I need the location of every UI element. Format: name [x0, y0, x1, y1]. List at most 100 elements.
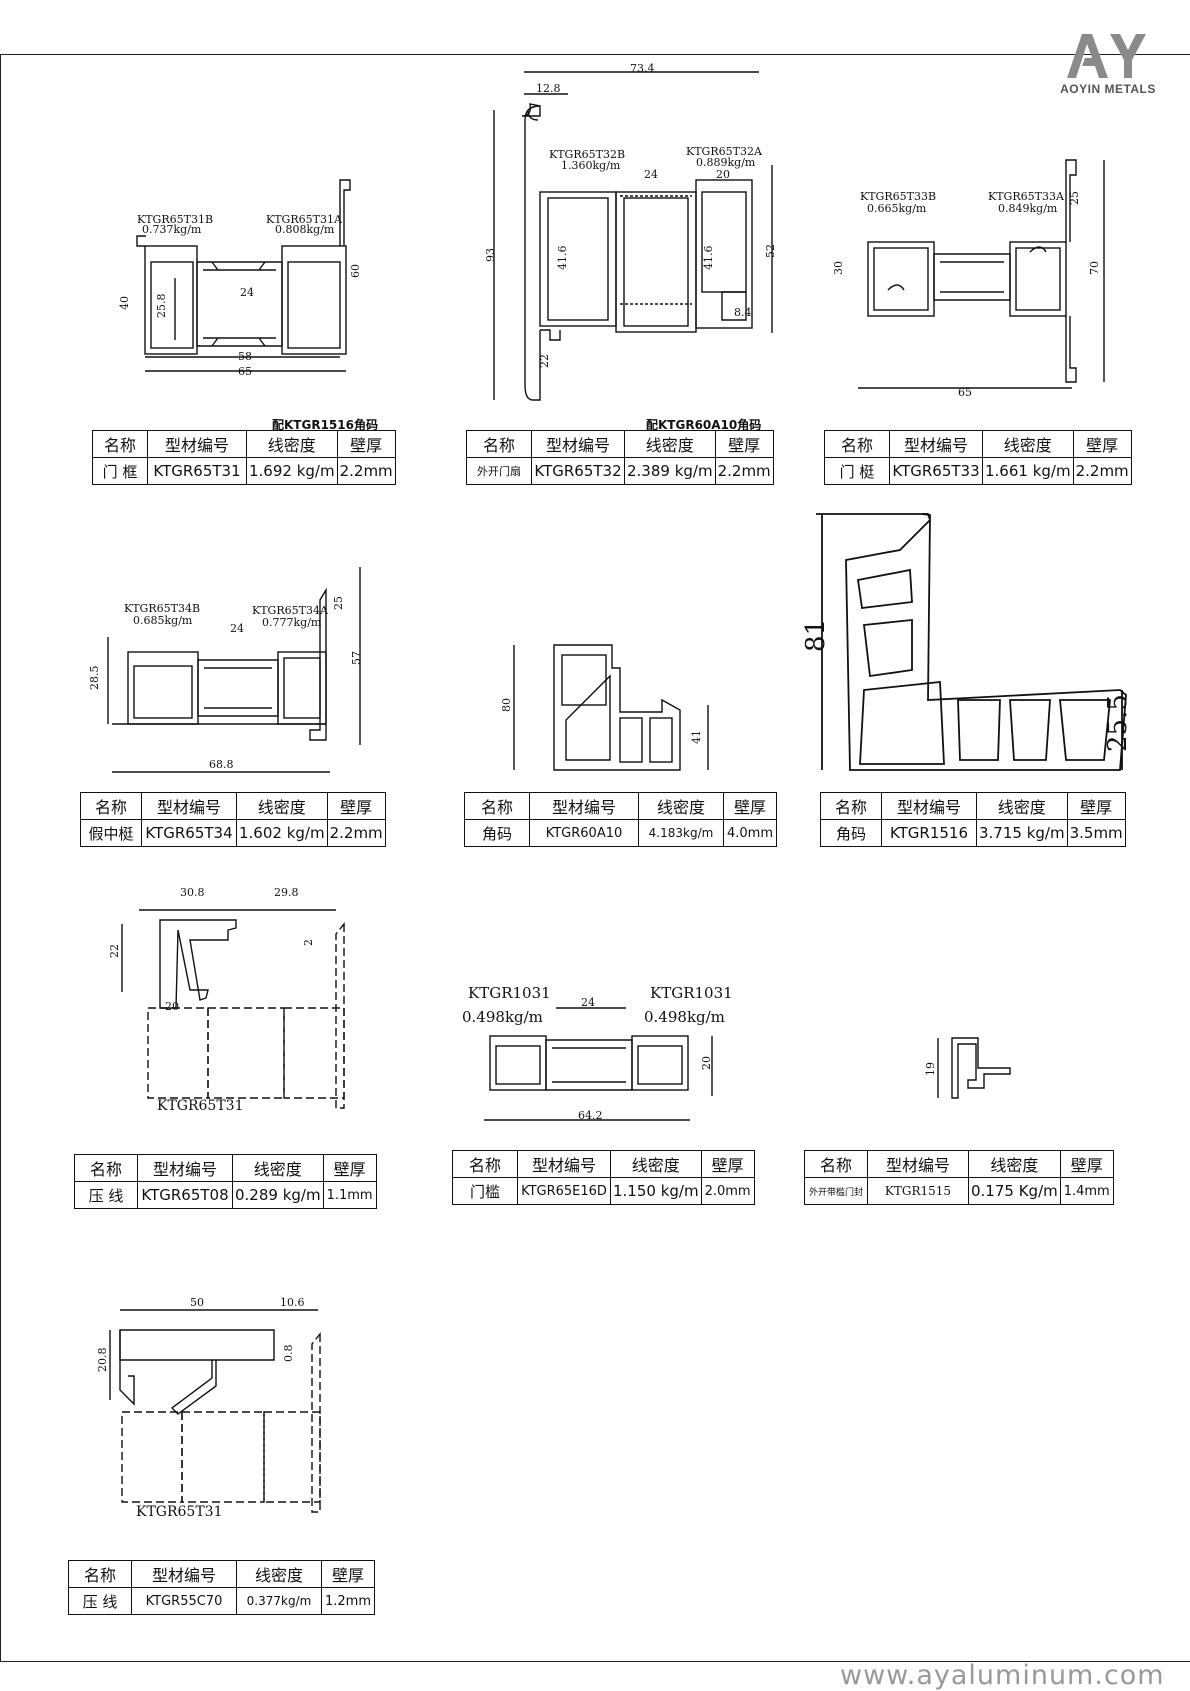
logo-mark-icon: [1067, 34, 1146, 78]
t31-part-b-density: 0.737kg/m: [142, 223, 202, 236]
t08-code: KTGR65T08: [137, 1181, 233, 1209]
th-density: 线密度: [638, 792, 724, 820]
profile-t08-drawing: [121, 909, 345, 1109]
a10-name: 角码: [464, 819, 530, 847]
th-wall: 壁厚: [326, 792, 386, 820]
t34-dim-28-5: 28.5: [88, 666, 101, 691]
th-density: 线密度: [236, 1560, 322, 1588]
th-name: 名称: [820, 792, 882, 820]
t08-density: 0.289 kg/m: [232, 1181, 324, 1209]
th-code: 型材编号: [529, 792, 639, 820]
t32-dim-41-6-left: 41.6: [556, 246, 569, 271]
th-wall: 壁厚: [336, 430, 396, 458]
r1516-name: 角码: [820, 819, 882, 847]
th-name: 名称: [464, 792, 530, 820]
th-name: 名称: [80, 792, 142, 820]
r1515-dim-19: 19: [924, 1062, 937, 1076]
th-name: 名称: [804, 1150, 868, 1178]
t31-part-a-code: KTGR65T31A: [266, 213, 343, 226]
th-code: 型材编号: [137, 1154, 233, 1182]
t33-wall: 2.2mm: [1072, 457, 1132, 485]
t32-code: KTGR65T32: [531, 457, 625, 485]
t33-density: 1.661 kg/m: [982, 457, 1074, 485]
t32-dim-93: 93: [484, 248, 497, 262]
e16d-part-left-density: 0.498kg/m: [462, 1008, 543, 1026]
profile-t33-drawing: [858, 159, 1105, 389]
th-name: 名称: [452, 1150, 518, 1178]
profile-t32-drawing: [493, 71, 773, 401]
t33-dim-65: 65: [958, 386, 972, 399]
th-code: 型材编号: [131, 1560, 237, 1588]
c70-name: 压 线: [68, 1587, 132, 1615]
e16d-wall: 2.0mm: [700, 1177, 755, 1205]
t32-dim-41-6-right: 41.6: [702, 246, 715, 271]
th-name: 名称: [466, 430, 532, 458]
c70-dim-0-8: 0.8: [282, 1345, 295, 1363]
th-wall: 壁厚: [322, 1154, 377, 1182]
a10-density: 4.183kg/m: [638, 819, 724, 847]
e16d-code: KTGR65E16D: [517, 1177, 611, 1205]
t31-dim-65: 65: [238, 365, 252, 378]
r1515-wall: 1.4mm: [1059, 1177, 1114, 1205]
t31-wall: 2.2mm: [336, 457, 396, 485]
t31-code: KTGR65T31: [147, 457, 247, 485]
th-density: 线密度: [236, 792, 328, 820]
c70-wall: 1.2mm: [321, 1587, 375, 1615]
th-density: 线密度: [624, 430, 716, 458]
t32-dim-52: 52: [764, 244, 777, 258]
t08-name: 压 线: [74, 1181, 138, 1209]
th-code: 型材编号: [147, 430, 247, 458]
t31-dim-25-8: 25.8: [155, 294, 168, 319]
th-density: 线密度: [232, 1154, 324, 1182]
brand-logo: AOYIN METALS: [1052, 28, 1164, 98]
t31-density: 1.692 kg/m: [246, 457, 338, 485]
e16d-dim-64-2: 64.2: [578, 1109, 603, 1122]
e16d-part-right-code: KTGR1031: [650, 984, 733, 1002]
c70-dim-10-6: 10.6: [280, 1296, 305, 1309]
th-code: 型材编号: [531, 430, 625, 458]
t08-dim-30-8: 30.8: [180, 886, 205, 899]
t34-part-a-code: KTGR65T34A: [252, 604, 329, 617]
r1516-wall: 3.5mm: [1066, 819, 1126, 847]
t32-part-b-code: KTGR65T32B: [549, 148, 625, 161]
t33-part-a-density: 0.849kg/m: [998, 202, 1058, 215]
t33-dim-25: 25: [1068, 191, 1081, 205]
th-name: 名称: [74, 1154, 138, 1182]
t32-name: 外开门扇: [466, 457, 532, 485]
t34-name: 假中梃: [80, 819, 142, 847]
t08-dim-20: 20: [165, 1000, 179, 1013]
t32-part-b-density: 1.360kg/m: [561, 159, 621, 172]
th-wall: 壁厚: [321, 1560, 375, 1588]
t33-code: KTGR65T33: [889, 457, 983, 485]
t34-dim-57: 57: [350, 651, 363, 665]
a10-dim-41: 41: [690, 730, 703, 744]
t31-name: 门 框: [92, 457, 148, 485]
t33-part-b-density: 0.665kg/m: [867, 202, 927, 215]
e16d-density: 1.150 kg/m: [610, 1177, 702, 1205]
t08-ref-profile: KTGR65T31: [157, 1098, 244, 1114]
th-density: 线密度: [982, 430, 1074, 458]
t32-note: 配KTGR60A10角码: [646, 418, 762, 432]
th-code: 型材编号: [141, 792, 237, 820]
c70-code: KTGR55C70: [131, 1587, 237, 1615]
t32-dim-24: 24: [644, 168, 658, 181]
th-name: 名称: [824, 430, 890, 458]
t31-note: 配KTGR1516角码: [272, 418, 378, 432]
r1516-density: 3.715 kg/m: [976, 819, 1068, 847]
t32-dim-8-4: 8.4: [734, 306, 752, 319]
t33-name: 门 梃: [824, 457, 890, 485]
th-wall: 壁厚: [1072, 430, 1132, 458]
t31-dim-24: 24: [240, 286, 254, 299]
t34-part-a-density: 0.777kg/m: [262, 616, 322, 629]
th-code: 型材编号: [867, 1150, 969, 1178]
profile-r1516-drawing: [816, 513, 1127, 771]
r1515-code: KTGR1515: [867, 1177, 969, 1205]
th-name: 名称: [68, 1560, 132, 1588]
t32-dim-22: 22: [538, 354, 551, 368]
r1516-dim-25-5: 25.5: [1103, 694, 1133, 752]
